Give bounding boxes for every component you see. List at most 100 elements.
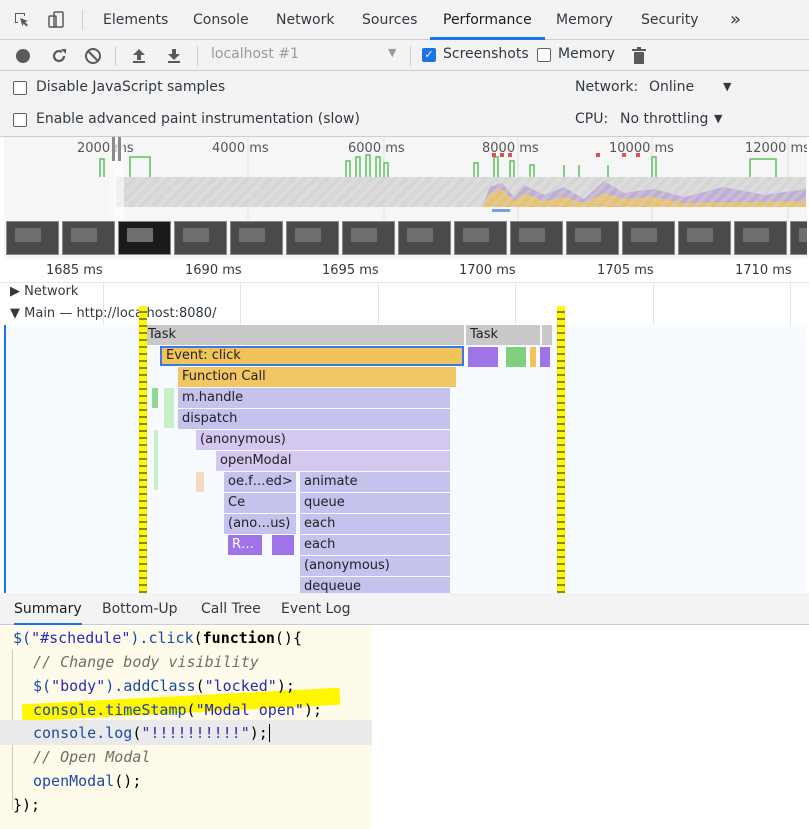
function-call-block[interactable]: Function Call <box>178 367 456 387</box>
cpu-activity-chart <box>99 137 806 221</box>
upload-icon[interactable] <box>129 46 149 66</box>
animate-block[interactable]: animate <box>300 472 450 492</box>
divider <box>197 46 198 66</box>
record-icon[interactable] <box>13 46 33 66</box>
screenshot-thumbnail[interactable] <box>510 221 563 255</box>
queue-block[interactable]: queue <box>300 493 450 513</box>
task-block[interactable]: Task <box>144 325 464 345</box>
each-block[interactable]: each <box>300 535 450 555</box>
screenshot-thumbnail[interactable] <box>174 221 227 255</box>
screenshot-thumbnail[interactable] <box>230 221 283 255</box>
chevron-down-icon[interactable]: ▼ <box>388 46 397 59</box>
screenshot-thumbnail[interactable] <box>734 221 787 255</box>
tab-security[interactable]: Security <box>641 12 699 28</box>
divider <box>115 46 116 66</box>
screenshot-thumbnail[interactable] <box>678 221 731 255</box>
tab-summary[interactable]: Summary <box>14 601 82 625</box>
memory-checkbox[interactable] <box>537 48 551 62</box>
main-track-label: Main — http://localhost:8080/ <box>24 306 217 321</box>
tab-event-log[interactable]: Event Log <box>281 601 351 617</box>
ce-block[interactable]: Ce <box>224 493 296 513</box>
devtools-tab-bar: Elements Console Network Sources Perform… <box>0 0 809 40</box>
timestamp-marker <box>139 306 147 593</box>
tab-memory[interactable]: Memory <box>556 12 613 28</box>
script-block[interactable] <box>540 347 550 367</box>
tab-console[interactable]: Console <box>193 12 249 28</box>
ruler-tick: 1690 ms <box>185 263 242 278</box>
tab-sources[interactable]: Sources <box>362 12 418 28</box>
dispatch-block[interactable]: dispatch <box>178 409 450 429</box>
code-line-3: $("body").addClass("locked"); <box>33 677 295 695</box>
tab-call-tree[interactable]: Call Tree <box>201 601 261 617</box>
script-block[interactable] <box>272 535 294 555</box>
anonymous-block[interactable]: (anonymous) <box>300 556 450 576</box>
m-handle-block[interactable]: m.handle <box>178 388 450 408</box>
screenshots-checkbox[interactable]: ✓ <box>422 48 436 62</box>
anonymous-us-block[interactable]: (ano…us) <box>224 514 296 534</box>
oe-f-block[interactable]: oe.f…ed> <box>224 472 296 492</box>
disable-js-samples-label: Disable JavaScript samples <box>36 79 226 95</box>
current-line-highlight <box>0 720 372 745</box>
screenshot-thumbnail[interactable] <box>398 221 451 255</box>
divider <box>82 10 83 30</box>
code-line-7: openModal(); <box>33 772 142 790</box>
recording-select[interactable]: localhost #1 <box>211 46 299 62</box>
more-tabs-button[interactable]: » <box>730 9 742 30</box>
screenshot-thumbnail[interactable] <box>118 221 171 255</box>
performance-toolbar: localhost #1 ▼ ✓ Screenshots Memory <box>0 40 809 71</box>
screenshot-thumbnail[interactable] <box>342 221 395 255</box>
screenshot-thumbnail[interactable] <box>6 221 59 255</box>
download-icon[interactable] <box>164 46 184 66</box>
sliver <box>196 472 204 492</box>
chevron-down-icon[interactable]: ▼ <box>723 80 732 93</box>
script-block[interactable] <box>506 347 526 367</box>
network-track-toggle[interactable]: ▶ Network <box>10 284 79 299</box>
script-block[interactable] <box>530 347 536 367</box>
timeline-overview[interactable]: 2000 ms 4000 ms 6000 ms 8000 ms 10000 ms… <box>4 137 807 259</box>
code-line-2: // Change body visibility <box>33 653 259 671</box>
screenshot-thumbnail[interactable] <box>566 221 619 255</box>
script-block[interactable] <box>468 347 498 367</box>
tab-elements[interactable]: Elements <box>103 12 169 28</box>
task-block[interactable] <box>542 325 552 345</box>
cpu-throttle-select[interactable]: No throttling <box>620 111 709 127</box>
code-snippet: $("#schedule").click(function(){ // Chan… <box>0 626 372 829</box>
task-block[interactable]: Task <box>466 325 540 345</box>
cpu-throttle-label: CPU: <box>575 111 609 127</box>
chevron-down-icon[interactable]: ▼ <box>714 112 723 125</box>
reload-record-icon[interactable] <box>49 46 69 66</box>
tab-performance[interactable]: Performance <box>430 0 545 40</box>
network-track-label: Network <box>24 284 79 299</box>
screenshot-thumbnail[interactable] <box>790 221 807 255</box>
overview-tick: 4000 ms <box>212 141 269 156</box>
screenshot-thumbnail[interactable] <box>286 221 339 255</box>
capture-settings-pane: Disable JavaScript samples Enable advanc… <box>0 71 809 137</box>
trash-icon[interactable] <box>629 46 649 66</box>
screenshot-thumbnail[interactable] <box>622 221 675 255</box>
open-modal-block[interactable]: openModal <box>216 451 450 471</box>
screenshot-thumbnail[interactable] <box>454 221 507 255</box>
tab-network[interactable]: Network <box>276 12 335 28</box>
code-line-5: console.log("!!!!!!!!!!"); <box>33 722 279 745</box>
overview-tick: 6000 ms <box>348 141 405 156</box>
main-track-toggle[interactable]: ▼ Main — http://localhost:8080/ <box>10 306 217 321</box>
tab-bottom-up[interactable]: Bottom-Up <box>102 601 178 617</box>
network-throttle-select[interactable]: Online <box>649 79 695 95</box>
anonymous-block[interactable]: (anonymous) <box>196 430 450 450</box>
screenshots-label: Screenshots <box>443 46 529 62</box>
main-track-focus-bar <box>4 325 6 593</box>
each-block[interactable]: each <box>300 514 450 534</box>
dequeue-block[interactable]: dequeue <box>300 577 450 593</box>
screenshot-thumbnail[interactable] <box>62 221 115 255</box>
code-line-1: $("#schedule").click(function(){ <box>13 629 302 647</box>
time-ruler: 1685 ms 1690 ms 1695 ms 1700 ms 1705 ms … <box>0 259 809 283</box>
r-block[interactable]: R… <box>228 535 262 555</box>
disable-js-samples-checkbox[interactable] <box>13 81 27 95</box>
ruler-tick: 1695 ms <box>322 263 379 278</box>
advanced-paint-checkbox[interactable] <box>13 113 27 127</box>
clear-icon[interactable] <box>83 46 103 66</box>
device-toolbar-icon[interactable] <box>46 0 66 40</box>
code-line-8: }); <box>13 796 41 814</box>
event-click-block[interactable]: Event: click <box>160 346 464 366</box>
inspect-element-icon[interactable] <box>12 0 32 40</box>
